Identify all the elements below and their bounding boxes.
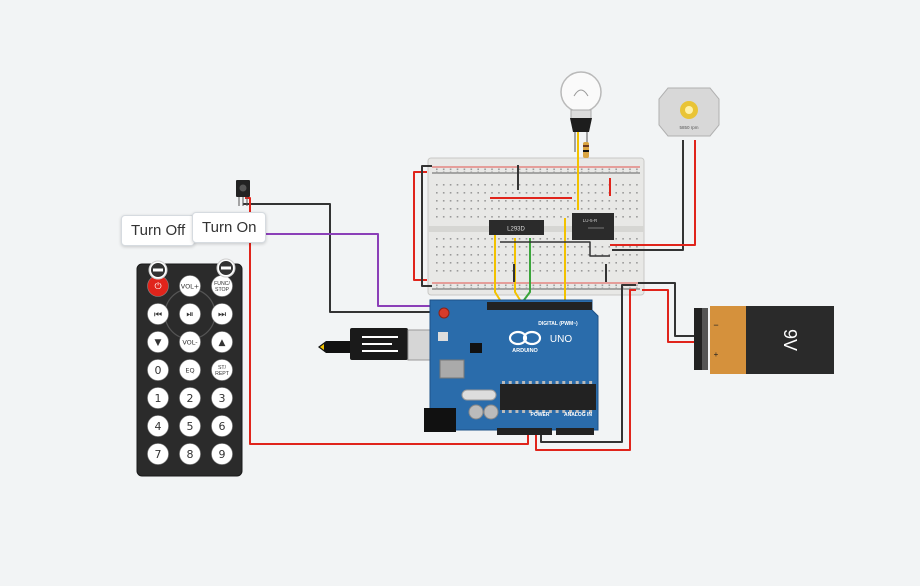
remote-button-label: ⏭	[218, 310, 226, 320]
battery-label: 9V	[780, 329, 800, 351]
remote-button-label: VOL+	[181, 282, 200, 290]
relay-module[interactable]: LU-5-R	[572, 213, 614, 240]
remote-button-label: 9	[219, 448, 226, 461]
remote-button-label: VOL-	[182, 338, 198, 346]
breadboard-holes	[436, 168, 638, 290]
remote-button-label: 3	[219, 392, 226, 405]
remote-button-label: 6	[219, 420, 226, 433]
reset-button[interactable]	[438, 307, 450, 319]
remote-button-label: ⏯	[186, 310, 193, 320]
wire-black-battery	[638, 282, 696, 337]
remote-button-8[interactable]: ▲	[211, 331, 233, 353]
wire-black-chip-link	[500, 241, 610, 257]
wire-purple-ir-signal	[245, 233, 432, 307]
power-label: POWER	[531, 412, 550, 418]
wire-black-motor	[612, 140, 684, 251]
remote-button-11[interactable]: ST/REPT	[211, 359, 233, 381]
remote-button-14[interactable]: 3	[211, 387, 233, 409]
resistor	[583, 142, 589, 158]
ir-remote[interactable]: ⏻ VOL+ FUNC/STOP ⏮ ⏯ ⏭ ▼ VOL- ▲ 0 EQ ST/REPT 1 2 3 4 5 6 7…	[136, 263, 243, 477]
l293d-chip[interactable]: L293D	[489, 220, 544, 235]
relay-label: LU-5-R	[583, 218, 598, 223]
remote-button-4[interactable]: ⏯	[179, 303, 201, 325]
wire-red-breadboard-to-arduino	[413, 171, 427, 281]
remote-button-label: EQ	[185, 366, 194, 374]
turn-off-callout[interactable]: Turn Off	[121, 215, 196, 246]
wire-black-ir-ground	[243, 203, 430, 313]
wire-red-motor	[610, 140, 696, 246]
remote-button-9[interactable]: 0	[147, 359, 169, 381]
wire-green	[523, 238, 531, 301]
light-bulb[interactable]	[560, 71, 602, 158]
remote-button-label: ▼	[155, 338, 162, 348]
arduino-logo	[508, 330, 542, 346]
remote-button-5[interactable]: ⏭	[211, 303, 233, 325]
turn-off-marker-icon[interactable]	[148, 260, 168, 280]
remote-button-12[interactable]: 1	[147, 387, 169, 409]
battery-minus: −	[713, 320, 718, 330]
remote-button-label: ⏮	[154, 310, 162, 320]
remote-button-label: REPT	[215, 371, 230, 377]
remote-button-16[interactable]: 5	[179, 415, 201, 437]
remote-button-label: 5	[187, 420, 194, 433]
dc-motor[interactable]: 5850 rpm	[658, 87, 720, 137]
digital-label: DIGITAL (PWM~)	[538, 321, 578, 327]
remote-button-19[interactable]: 8	[179, 443, 201, 465]
remote-button-2[interactable]: FUNC/STOP	[211, 275, 233, 297]
arduino-model: UNO	[550, 334, 572, 345]
remote-button-label: STOP	[215, 287, 230, 293]
arduino-brand: ARDUINO	[512, 348, 538, 354]
motor-label: 5850 rpm	[679, 125, 698, 130]
remote-button-label: ▲	[219, 338, 226, 348]
battery-plus: +	[714, 350, 719, 359]
remote-button-3[interactable]: ⏮	[147, 303, 169, 325]
turn-on-marker-icon[interactable]	[216, 258, 236, 278]
wire-yellow-2	[514, 238, 521, 301]
remote-button-label: 4	[155, 420, 162, 433]
wires	[243, 132, 696, 451]
remote-button-label: 8	[187, 448, 194, 461]
remote-button-18[interactable]: 7	[147, 443, 169, 465]
remote-button-label: 7	[155, 448, 162, 461]
wire-red-power-rail	[535, 289, 636, 451]
remote-button-10[interactable]: EQ	[179, 359, 201, 381]
remote-button-17[interactable]: 6	[211, 415, 233, 437]
ir-receiver[interactable]	[236, 180, 250, 206]
wire-black-breadboard-rail	[421, 165, 432, 287]
remote-button-1[interactable]: VOL+	[179, 275, 201, 297]
remote-button-7[interactable]: VOL-	[179, 331, 201, 353]
remote-button-20[interactable]: 9	[211, 443, 233, 465]
remote-button-15[interactable]: 4	[147, 415, 169, 437]
remote-button-label: ST/	[218, 365, 227, 371]
turn-on-callout[interactable]: Turn On	[192, 212, 267, 243]
remote-button-label: ⏻	[154, 281, 161, 292]
battery-9v[interactable]: − + 9V	[694, 306, 834, 374]
wire-red-battery	[642, 289, 696, 343]
remote-button-label: 2	[187, 392, 194, 405]
wire-black-ground-rail	[540, 284, 636, 443]
remote-button-label: 0	[155, 364, 162, 377]
remote-button-label: FUNC/	[214, 281, 230, 287]
l293d-label: L293D	[507, 227, 525, 233]
wire-yellow-1	[494, 226, 501, 301]
remote-button-6[interactable]: ▼	[147, 331, 169, 353]
arduino-uno[interactable]: ARDUINO UNO DIGITAL (PWM~) POWER ANALOG …	[424, 299, 599, 435]
remote-button-13[interactable]: 2	[179, 387, 201, 409]
remote-button-label: 1	[155, 392, 162, 405]
analog-label: ANALOG IN	[564, 412, 592, 418]
wire-red-ir-power	[245, 197, 529, 445]
